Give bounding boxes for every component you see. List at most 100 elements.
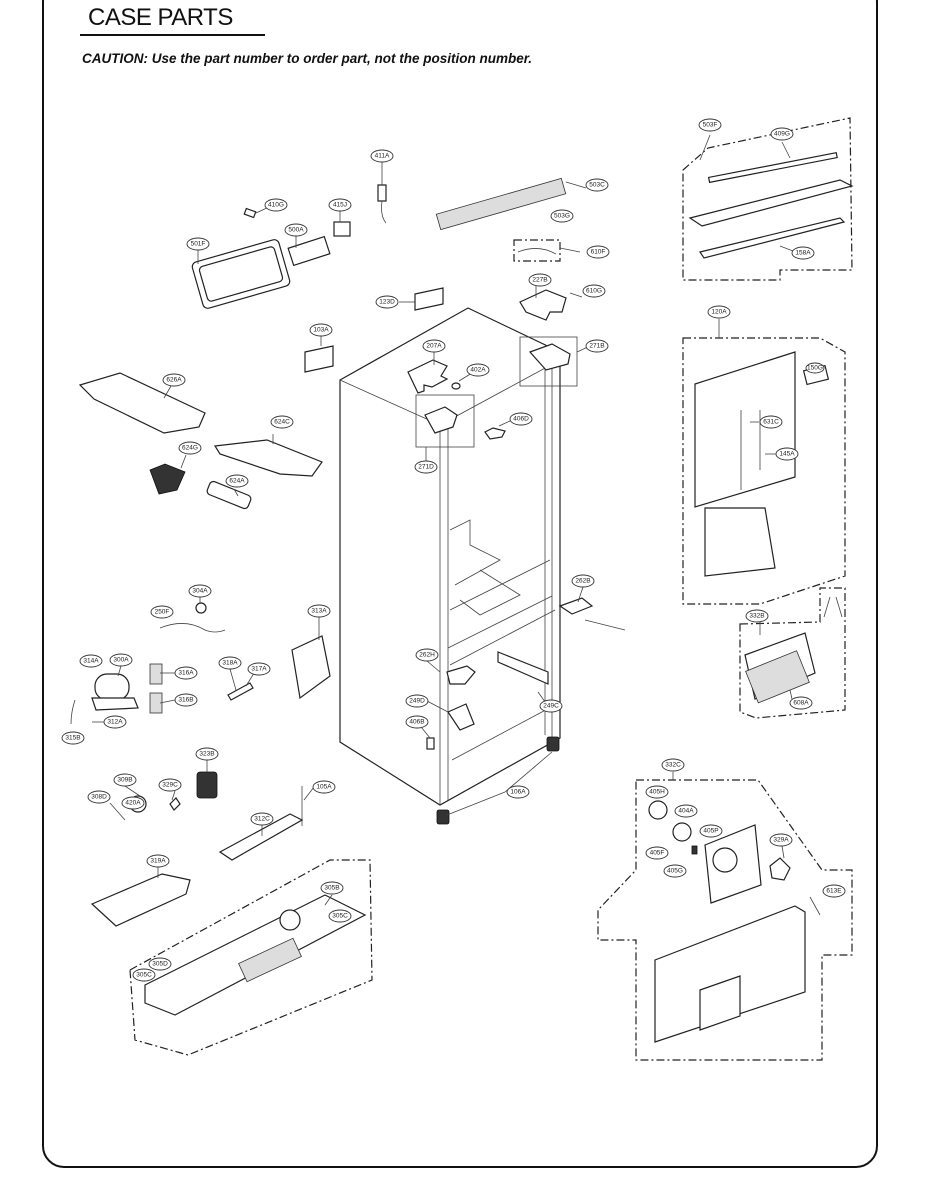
svg-text:624A: 624A xyxy=(229,478,245,485)
callout-308D: 308D xyxy=(87,790,111,804)
svg-text:631C: 631C xyxy=(763,419,779,426)
svg-text:305D: 305D xyxy=(152,961,168,968)
callout-411A: 411A xyxy=(370,149,394,163)
cabinet xyxy=(339,307,626,825)
callout-626A: 626A xyxy=(162,373,186,387)
ice-parts xyxy=(78,372,323,510)
callout-319A: 319A xyxy=(146,854,170,868)
svg-text:305C: 305C xyxy=(136,972,152,979)
svg-text:406D: 406D xyxy=(513,416,529,423)
svg-text:410G: 410G xyxy=(268,202,284,209)
svg-text:317A: 317A xyxy=(251,666,267,673)
svg-text:318A: 318A xyxy=(222,660,238,667)
callout-250F: 250F xyxy=(150,605,174,619)
callout-332C: 332C xyxy=(661,758,685,772)
callout-410G: 410G xyxy=(264,198,288,212)
callout-332B: 332B xyxy=(745,609,769,623)
callout-315B: 315B xyxy=(61,731,85,745)
svg-text:305B: 305B xyxy=(324,885,339,892)
callout-262B: 262B xyxy=(571,574,595,588)
svg-text:415J: 415J xyxy=(333,202,347,209)
control-panel-group xyxy=(682,337,846,605)
callout-624C: 624C xyxy=(270,415,294,429)
svg-text:249C: 249C xyxy=(543,703,559,710)
svg-text:304A: 304A xyxy=(192,588,208,595)
svg-text:308D: 308D xyxy=(91,794,107,801)
callout-500A: 500A xyxy=(284,223,308,237)
svg-text:411A: 411A xyxy=(375,153,390,160)
svg-text:610G: 610G xyxy=(586,288,602,295)
svg-text:405P: 405P xyxy=(703,828,718,835)
svg-text:106A: 106A xyxy=(510,789,526,796)
svg-text:123D: 123D xyxy=(379,299,395,306)
svg-text:402A: 402A xyxy=(470,367,486,374)
callout-608A: 608A xyxy=(789,696,813,710)
callout-610F: 610F xyxy=(586,245,610,259)
callout-207A: 207A xyxy=(422,339,446,353)
callout-312A: 312A xyxy=(103,715,127,729)
callout-227B: 227B xyxy=(528,273,552,287)
svg-text:332C: 332C xyxy=(665,762,681,769)
svg-text:503F: 503F xyxy=(703,122,718,129)
callout-503G: 503G xyxy=(550,209,574,223)
callout-610G: 610G xyxy=(582,284,606,298)
top-parts xyxy=(191,177,567,373)
svg-text:271B: 271B xyxy=(589,343,604,350)
svg-text:105A: 105A xyxy=(316,784,332,791)
svg-text:313A: 313A xyxy=(311,608,327,615)
svg-text:103A: 103A xyxy=(313,327,329,334)
callout-305B: 305B xyxy=(320,881,344,895)
svg-text:329A: 329A xyxy=(773,837,789,844)
svg-text:314A: 314A xyxy=(83,658,99,665)
callout-123D: 123D xyxy=(375,295,399,309)
svg-text:405G: 405G xyxy=(667,868,683,875)
callout-labels: 411A 410G 415J 500A 501F 503C 503G 610F … xyxy=(61,118,846,982)
svg-text:610F: 610F xyxy=(591,249,606,256)
svg-text:624C: 624C xyxy=(274,419,290,426)
callout-249C: 249C xyxy=(539,699,563,713)
title-underline xyxy=(80,34,265,36)
svg-text:500A: 500A xyxy=(288,227,304,234)
svg-text:312A: 312A xyxy=(107,719,123,726)
svg-text:249D: 249D xyxy=(409,698,425,705)
evaporator-group xyxy=(739,587,846,719)
svg-text:404A: 404A xyxy=(678,808,694,815)
callout-404A: 404A xyxy=(674,804,698,818)
svg-text:323B: 323B xyxy=(199,751,214,758)
callout-402A: 402A xyxy=(466,363,490,377)
svg-text:158A: 158A xyxy=(795,250,811,257)
svg-text:608A: 608A xyxy=(793,700,809,707)
page-title: CASE PARTS xyxy=(88,4,233,31)
callout-262H: 262H xyxy=(415,648,439,662)
callout-329C: 329C xyxy=(158,778,182,792)
callout-329A: 329A xyxy=(769,833,793,847)
svg-text:262B: 262B xyxy=(575,578,590,585)
callout-405P: 405P xyxy=(699,824,723,838)
svg-text:613E: 613E xyxy=(826,888,842,895)
callout-305D: 305D xyxy=(148,957,172,971)
page-frame xyxy=(42,0,878,1168)
svg-text:315B: 315B xyxy=(65,735,80,742)
callout-145A: 145A xyxy=(775,447,799,461)
callout-271D: 271D xyxy=(414,460,438,474)
callout-312C: 312C xyxy=(250,812,274,826)
callout-631C: 631C xyxy=(759,415,783,429)
svg-text:503G: 503G xyxy=(554,213,570,220)
callout-313A: 313A xyxy=(307,604,331,618)
lamp-cover-group xyxy=(682,117,854,281)
callout-300A: 300A xyxy=(109,653,133,667)
callout-415J: 415J xyxy=(328,198,352,212)
svg-text:316A: 316A xyxy=(178,670,194,677)
callout-105A: 105A xyxy=(312,780,336,794)
svg-text:406B: 406B xyxy=(409,719,424,726)
svg-text:420A: 420A xyxy=(125,800,141,807)
callout-316B: 316B xyxy=(174,693,198,707)
callout-420A: 420A xyxy=(121,796,145,810)
callout-305C-left: 305C xyxy=(132,968,156,982)
callout-106A: 106A xyxy=(506,785,530,799)
callout-150G: 150G xyxy=(805,362,825,374)
svg-text:503C: 503C xyxy=(589,182,605,189)
svg-text:271D: 271D xyxy=(418,464,434,471)
callout-305C-right: 305C xyxy=(328,909,352,923)
svg-text:624G: 624G xyxy=(182,445,198,452)
